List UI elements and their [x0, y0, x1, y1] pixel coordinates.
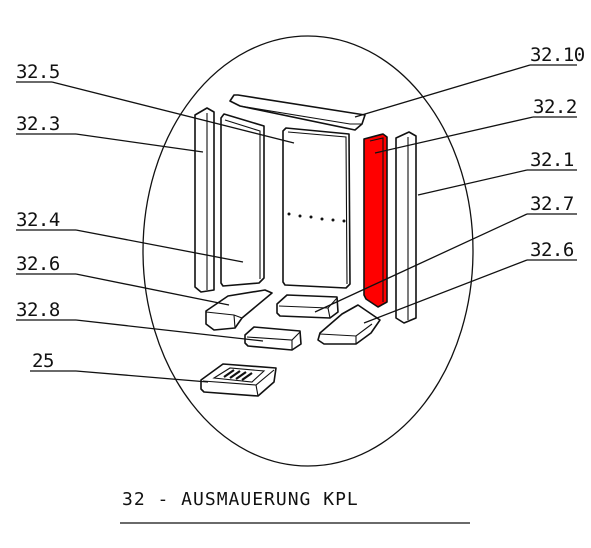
part-32-8-flat-brick[interactable] — [244, 326, 302, 351]
part-32-1-side-brick[interactable] — [395, 131, 417, 324]
part-32-7-floor-brick[interactable] — [276, 294, 339, 319]
part-32-2-highlighted-brick[interactable] — [363, 133, 388, 308]
part-32-6-left-floor-wedge[interactable] — [205, 289, 273, 331]
callout-25: 25 — [32, 350, 54, 372]
part-32-10-top-brick[interactable] — [229, 94, 366, 131]
callout-32-8: 32.8 — [16, 299, 60, 321]
part-32-5-back-panel[interactable] — [282, 127, 351, 289]
callout-32-10: 32.10 — [530, 44, 585, 66]
callout-32-2: 32.2 — [533, 96, 577, 118]
part-32-3-side-brick[interactable] — [194, 107, 215, 293]
part-32-4-left-panel[interactable] — [220, 113, 265, 287]
leader-lines — [16, 64, 577, 383]
highlight-fill — [363, 133, 388, 308]
callout-32-4: 32.4 — [16, 209, 60, 231]
grate-slots — [223, 369, 253, 381]
detail-ellipse — [142, 35, 474, 467]
callout-32-6-right: 32.6 — [530, 239, 574, 261]
callout-32-6-left: 32.6 — [16, 253, 60, 275]
callout-32-1: 32.1 — [530, 149, 574, 171]
dotted-center-line — [287, 212, 346, 223]
part-32-6-right-floor-wedge[interactable] — [317, 304, 381, 345]
part-25-grate-tray[interactable] — [200, 363, 277, 397]
diagram-caption: 32 - AUSMAUERUNG KPL — [122, 489, 359, 510]
callout-32-5: 32.5 — [16, 61, 60, 83]
callout-32-7: 32.7 — [530, 193, 574, 215]
callout-32-3: 32.3 — [16, 113, 60, 135]
